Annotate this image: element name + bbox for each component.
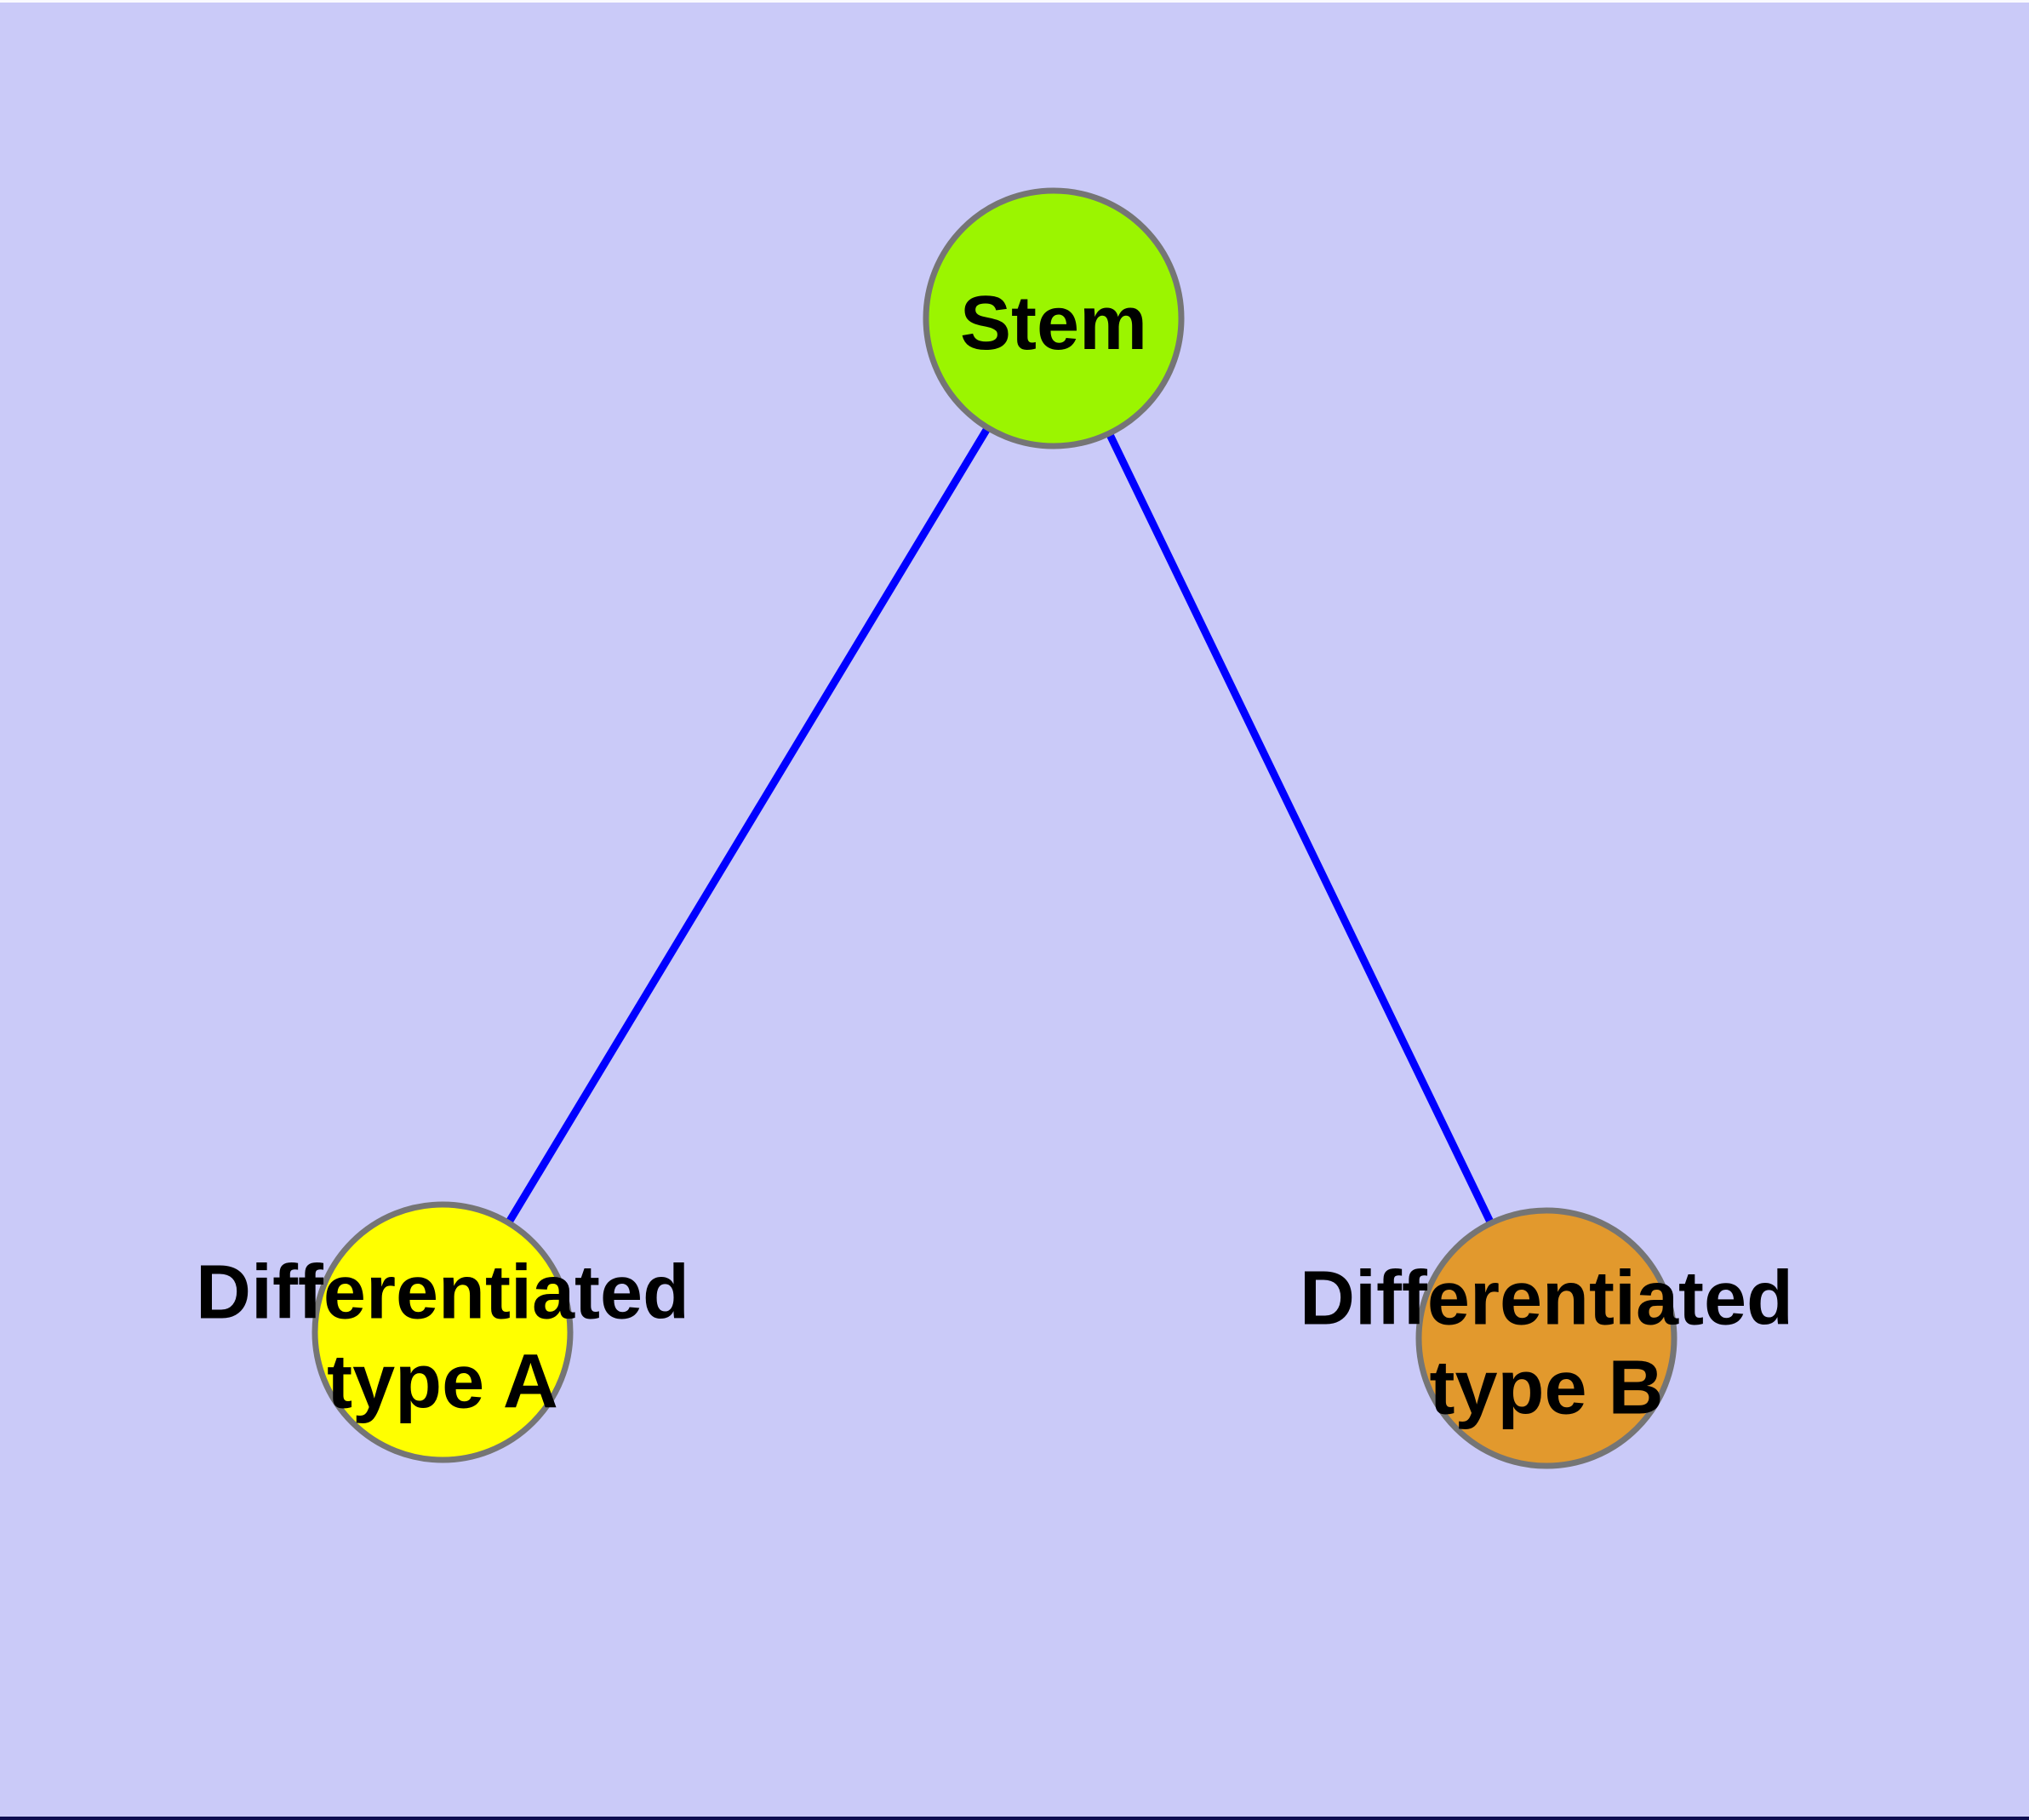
canvas-top-edge	[0, 0, 2029, 3]
node-label-line: Differentiated	[1300, 1256, 1793, 1342]
node-label-line: Differentiated	[196, 1251, 689, 1336]
node-differentiated-type-a	[311, 1201, 574, 1463]
nodes-layer	[311, 187, 1677, 1469]
edges-layer	[439, 316, 1551, 1340]
node-differentiated-type-b	[1415, 1207, 1677, 1469]
node-label-line: Stem	[960, 281, 1147, 366]
canvas-bottom-edge	[0, 1817, 2029, 1820]
node-label-line: type A	[327, 1340, 558, 1425]
edge-stem-to-differentiated-type-a	[439, 316, 1057, 1335]
node-label-line: type B	[1429, 1346, 1663, 1431]
edge-stem-to-differentiated-type-b	[1049, 317, 1551, 1340]
node-label-stem: Stem	[960, 281, 1147, 366]
node-stem	[923, 187, 1185, 449]
